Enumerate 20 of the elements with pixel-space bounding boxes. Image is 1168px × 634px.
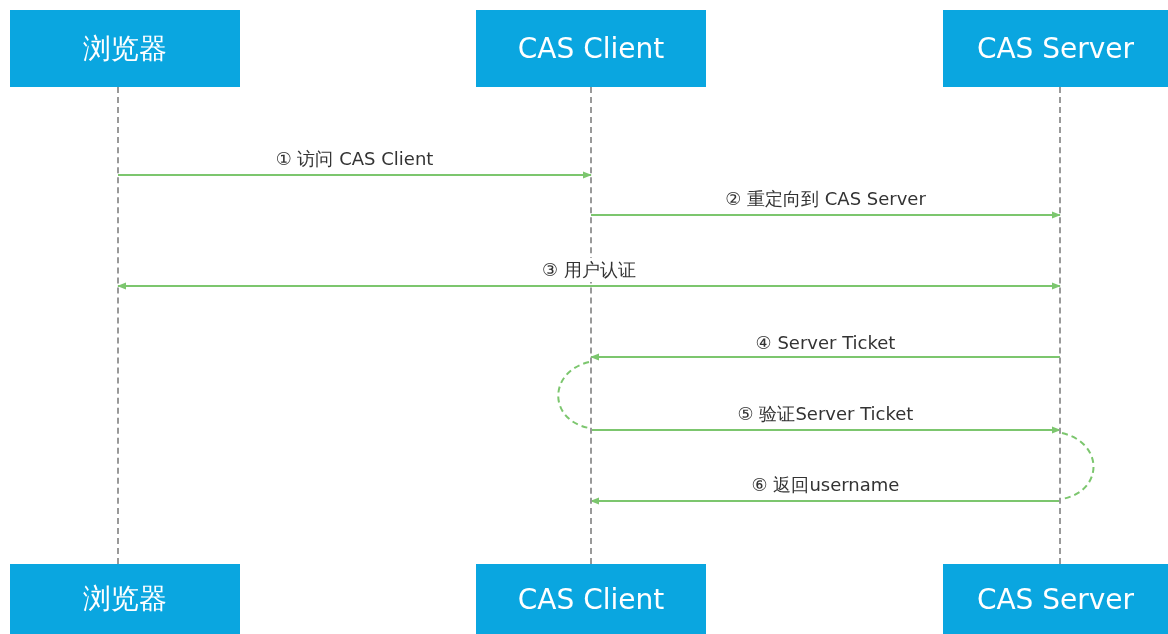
participant-name: CAS Server — [976, 582, 1135, 616]
message-arrow — [590, 426, 1061, 434]
participant-box — [943, 10, 1168, 87]
participant-name: 浏览器 — [83, 581, 167, 617]
participant-box — [476, 564, 706, 634]
lifeline — [117, 87, 119, 564]
participant-box — [10, 564, 240, 634]
participant-name: CAS Client — [517, 32, 665, 65]
message-arrow — [590, 211, 1061, 219]
participant-name: CAS Server — [976, 32, 1135, 65]
participant-box — [476, 10, 706, 87]
message-arrow — [590, 353, 1061, 361]
message-arrow — [590, 497, 1061, 505]
participant-name: 浏览器 — [83, 30, 167, 67]
participant-box — [10, 10, 240, 87]
lifeline — [1059, 87, 1061, 564]
message-arrow — [117, 171, 592, 179]
participant-name: CAS Client — [517, 582, 665, 616]
participant-box — [943, 564, 1168, 634]
message-arrow — [117, 282, 1061, 290]
